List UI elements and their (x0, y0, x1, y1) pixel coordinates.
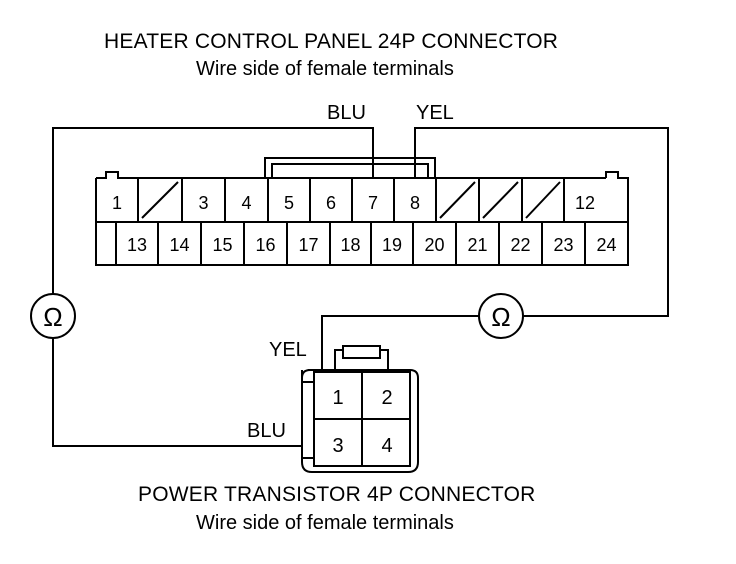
terminal-24p-15: 15 (212, 235, 232, 255)
ohmmeter-left: Ω (30, 293, 76, 339)
wire-label-top-yel: YEL (416, 102, 454, 124)
terminal-24p-14: 14 (169, 235, 189, 255)
connector-4p-outline (301, 345, 419, 473)
terminal-24p-17: 17 (298, 235, 318, 255)
terminal-24p-16: 16 (255, 235, 275, 255)
connector-4p-labels: 1 2 3 4 (332, 387, 392, 457)
terminal-4p-1: 1 (332, 387, 343, 409)
terminal-24p-19: 19 (382, 235, 402, 255)
wire-blu (52, 127, 374, 447)
terminal-24p-20: 20 (424, 235, 444, 255)
terminal-24p-18: 18 (340, 235, 360, 255)
terminal-24p-1: 1 (112, 193, 122, 213)
top-connector-title: HEATER CONTROL PANEL 24P CONNECTOR (104, 30, 559, 53)
blank-terminal-slash (482, 181, 519, 219)
terminal-4p-2: 2 (381, 387, 392, 409)
terminal-24p-7: 7 (368, 193, 378, 213)
terminal-24p-8: 8 (410, 193, 420, 213)
terminal-24p-13: 13 (127, 235, 147, 255)
ohm-symbol-left: Ω (43, 302, 62, 332)
terminal-24p-6: 6 (326, 193, 336, 213)
top-connector-subtitle: Wire side of female terminals (196, 58, 454, 80)
terminal-24p-12: 12 (575, 193, 595, 213)
connector-24p-outline (95, 157, 629, 266)
blank-terminal-slash (439, 181, 476, 219)
bottom-connector-title: POWER TRANSISTOR 4P CONNECTOR (138, 483, 536, 506)
connector-24p-cells (115, 178, 586, 265)
wire-label-bottom-blu: BLU (247, 420, 286, 442)
wire-label-bottom-yel: YEL (269, 339, 307, 361)
terminal-4p-4: 4 (381, 435, 392, 457)
terminal-24p-3: 3 (198, 193, 208, 213)
wire-label-top-blu: BLU (327, 102, 366, 124)
terminal-24p-5: 5 (284, 193, 294, 213)
terminal-24p-23: 23 (553, 235, 573, 255)
ohm-symbol-right: Ω (491, 302, 510, 332)
terminal-24p-22: 22 (510, 235, 530, 255)
ohm-meter-icon (478, 293, 524, 339)
bottom-connector-subtitle: Wire side of female terminals (196, 512, 454, 534)
ohmmeter-right: Ω (478, 293, 524, 339)
terminal-24p-4: 4 (241, 193, 251, 213)
blank-terminal-slash (525, 181, 561, 219)
terminal-4p-3: 3 (332, 435, 343, 457)
blank-terminal-slash (141, 181, 179, 219)
ohm-meter-icon (30, 293, 76, 339)
terminal-24p-24: 24 (596, 235, 616, 255)
terminal-24p-21: 21 (467, 235, 487, 255)
